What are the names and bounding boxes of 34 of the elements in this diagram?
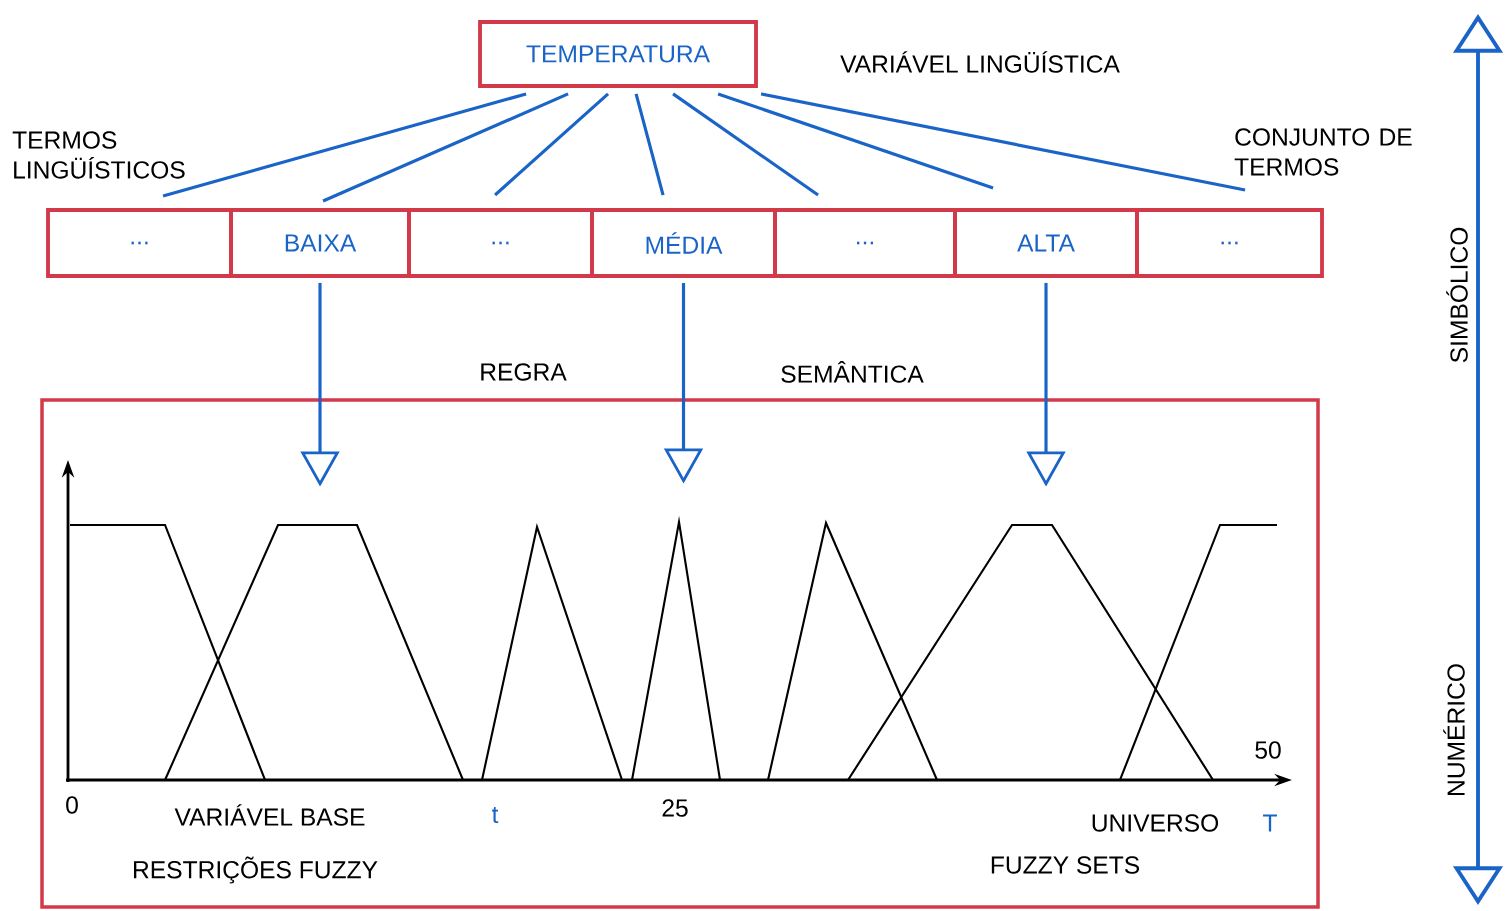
- text-label: SEMÂNTICA: [781, 361, 924, 383]
- text-label: FUZZY SETS: [991, 856, 1140, 874]
- variable-box: TEMPERATURA: [478, 20, 758, 88]
- membership-curve: [630, 515, 722, 781]
- text-label: 0: [66, 796, 78, 814]
- text-label: CONJUNTO DE TERMOS: [1234, 128, 1412, 176]
- term-cell: MÉDIA: [590, 208, 777, 278]
- membership-curve: [164, 523, 464, 781]
- term-cell: ...: [407, 208, 594, 278]
- connector-line: [672, 92, 819, 197]
- text-label: RESTRIÇÕES FUZZY: [134, 856, 378, 884]
- term-cell: ...: [773, 208, 957, 278]
- connector-line: [494, 92, 610, 197]
- term-cell: ...: [1135, 208, 1324, 278]
- text-label: t: [492, 806, 499, 824]
- text-label: T: [1263, 814, 1277, 832]
- membership-curve: [847, 523, 1214, 781]
- text-label: VARIÁVEL LINGÜÍSTICA: [840, 51, 1120, 73]
- term-cell: ALTA: [953, 208, 1139, 278]
- term-cell: BAIXA: [229, 208, 411, 278]
- text-label: TERMOS LINGÜÍSTICOS: [12, 131, 185, 179]
- connector-line: [760, 92, 1246, 192]
- text-label: VARIÁVEL BASE: [174, 804, 365, 826]
- text-label: REGRA: [481, 363, 567, 381]
- connector-line: [162, 92, 527, 198]
- term-cell: ...: [46, 208, 233, 278]
- text-label: UNIVERSO: [1092, 814, 1219, 832]
- connector-line: [717, 92, 994, 190]
- panel-frame: [40, 398, 1320, 909]
- connector-line: [634, 93, 665, 196]
- text-label: 50: [1255, 741, 1281, 759]
- text-label: NUMÉRICO: [1443, 664, 1465, 795]
- text-label: SIMBÓLICO: [1446, 227, 1468, 363]
- connector-line: [322, 92, 569, 203]
